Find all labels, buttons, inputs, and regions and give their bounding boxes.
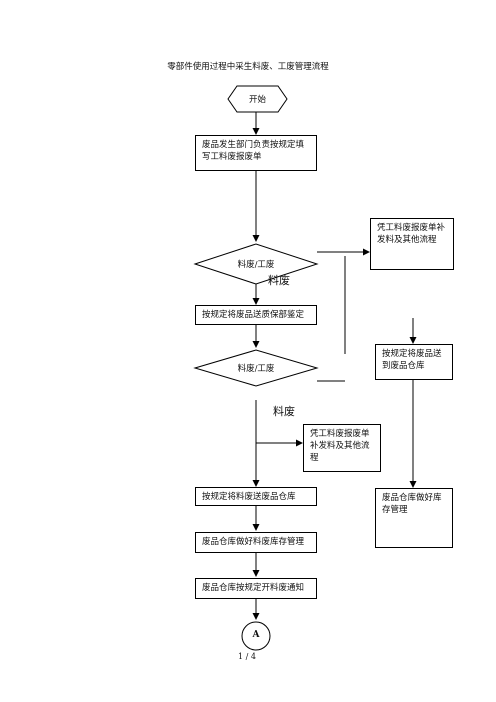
send-scrap-warehouse-box: 按规定将料废送废品仓库 [195, 487, 317, 506]
decision-2-shape [193, 349, 319, 387]
send-waste-warehouse-right-box: 按规定将废品送到废品仓库 [375, 344, 453, 380]
scrap-label-2: 料废 [273, 405, 295, 418]
fill-scrap-form-box: 废品发生部门负责按规定填写工料废报废单 [195, 135, 317, 171]
start-label: 开始 [248, 95, 266, 105]
scrap-notice-box: 废品仓库按规定开料废通知 [195, 578, 317, 599]
scrap-inventory-box: 废品仓库做好料废库存管理 [195, 532, 317, 553]
scrap-label-1: 料废 [268, 274, 290, 287]
supply-process-box-2: 凭工料废报废单补发料及其他流程 [303, 424, 381, 472]
connector-label: A [252, 630, 260, 640]
warehouse-inventory-right-box: 废品仓库做好库存管理 [375, 488, 453, 548]
decision-1-shape [193, 243, 319, 285]
send-to-qa-box: 按规定将废品送质保部鉴定 [195, 305, 317, 325]
page-number: 1 / 4 [238, 652, 256, 661]
decision-1-label: 料废/工废 [237, 260, 275, 270]
start-terminal-shape [227, 85, 288, 113]
connector-circle-shape [241, 621, 271, 651]
supply-process-box-1: 凭工料废报废单补发料及其他流程 [370, 218, 454, 270]
decision-2-label: 料废/工废 [237, 364, 275, 374]
page-title: 零部件使用过程中采生料废、工废管理流程 [167, 62, 329, 72]
